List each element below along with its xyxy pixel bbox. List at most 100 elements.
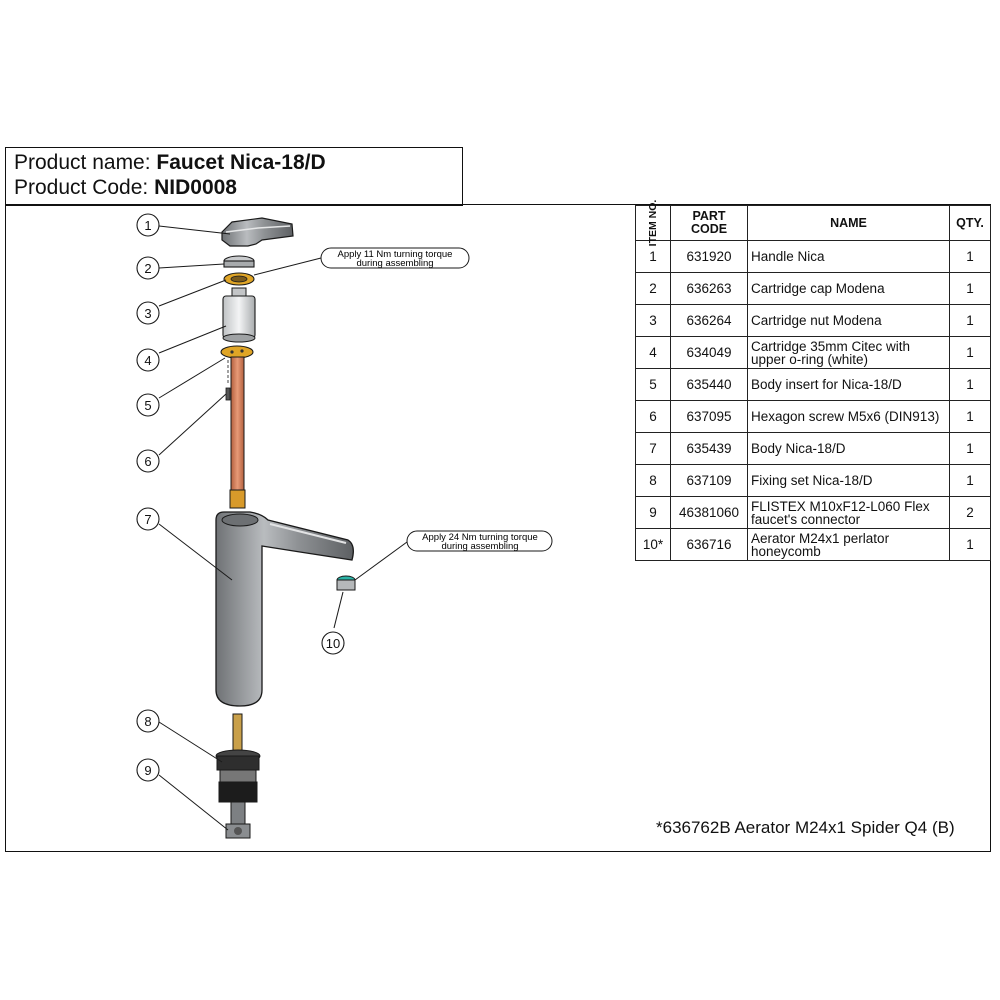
cell-name: Hexagon screw M5x6 (DIN913) [747,400,950,433]
cartridge-part [222,287,256,343]
cell-code: 46381060 [670,496,748,529]
product-code-line: Product Code: NID0008 [14,175,462,200]
cartridge-cap-part [223,255,255,268]
table-row: 8 637109 Fixing set Nica-18/D 1 [635,464,991,497]
cell-qty: 1 [949,432,991,465]
header-part-code: PART CODE [670,205,748,241]
callout-label-10: 10 [326,636,340,651]
callout-9 [136,758,160,782]
callout-markers [136,213,345,782]
cartridge-nut-part [223,272,255,286]
torque-note-cartridge-line1: Apply 11 Nm turning torque [338,249,453,260]
faucet-body-part [215,511,354,707]
cell-item: 2 [635,272,671,305]
cell-qty: 1 [949,464,991,497]
cell-qty: 1 [949,400,991,433]
torque-note-aerator: Apply 24 Nm turning torque during assemb… [406,530,553,552]
cell-qty: 1 [949,368,991,401]
cell-code: 635440 [670,368,748,401]
callout-label-7: 7 [144,512,151,527]
cell-name: Fixing set Nica-18/D [747,464,950,497]
cell-item: 6 [635,400,671,433]
callout-label-1: 1 [144,218,151,233]
cell-item: 7 [635,432,671,465]
header-qty: QTY. [949,205,991,241]
cell-item: 9 [635,496,671,529]
header-name: NAME [747,205,950,241]
torque-note-cartridge: Apply 11 Nm turning torque during assemb… [320,247,470,269]
cell-name: FLISTEX M10xF12-L060 Flex faucet's conne… [747,496,950,529]
torque-note-cartridge-line2: during assembling [356,258,433,269]
product-name-value: Faucet Nica-18/D [156,151,326,174]
cell-name: Cartridge cap Modena [747,272,950,305]
callout-label-8: 8 [144,714,151,729]
body-insert-part [220,345,254,509]
callout-8 [136,709,160,733]
cell-code: 637109 [670,464,748,497]
table-row: 10* 636716 Aerator M24x1 perlator honeyc… [635,528,991,561]
callout-10 [321,631,345,655]
cell-qty: 1 [949,272,991,305]
cell-qty: 1 [949,336,991,369]
cell-code: 635439 [670,432,748,465]
callout-7 [136,507,160,531]
cell-code: 631920 [670,240,748,273]
header-item-no: ITEM NO. [635,200,671,246]
cell-item: 10* [635,528,671,561]
cell-qty: 1 [949,528,991,561]
table-row: 1 631920 Handle Nica 1 [635,240,991,273]
cell-name: Cartridge 35mm Citec with upper o-ring (… [747,336,950,369]
cell-item: 3 [635,304,671,337]
drawing-frame [5,204,991,852]
aerator-part [336,575,356,591]
callout-1 [136,213,160,237]
product-code-label: Product Code: [14,176,149,199]
callout-label-2: 2 [144,261,151,276]
callout-label-6: 6 [144,454,151,469]
callout-label-9: 9 [144,763,151,778]
callout-6 [136,449,160,473]
product-name-label: Product name: [14,151,151,174]
cell-qty: 2 [949,496,991,529]
cell-code: 634049 [670,336,748,369]
leader-lines [158,225,408,831]
hexagon-screw-part [225,360,231,401]
table-row: 7 635439 Body Nica-18/D 1 [635,432,991,465]
parts-table-header-row: ITEM NO. PART CODE NAME QTY. [635,200,991,246]
cell-item: 8 [635,464,671,497]
cell-name: Body Nica-18/D [747,432,950,465]
cell-code: 637095 [670,400,748,433]
cell-code: 636716 [670,528,748,561]
callout-label-3: 3 [144,306,151,321]
cell-name: Cartridge nut Modena [747,304,950,337]
cell-qty: 1 [949,304,991,337]
callout-label-5: 5 [144,398,151,413]
cell-name: Body insert for Nica-18/D [747,368,950,401]
callout-5 [136,393,160,417]
table-row: 3 636264 Cartridge nut Modena 1 [635,304,991,337]
cell-qty: 1 [949,240,991,273]
torque-note-aerator-line2: during assembling [441,541,518,552]
cell-code: 636263 [670,272,748,305]
table-row: 5 635440 Body insert for Nica-18/D 1 [635,368,991,401]
product-code-value: NID0008 [154,176,237,199]
table-row: 9 46381060 FLISTEX M10xF12-L060 Flex fau… [635,496,991,529]
table-row: 6 637095 Hexagon screw M5x6 (DIN913) 1 [635,400,991,433]
callout-3 [136,301,160,325]
callout-2 [136,256,160,280]
cell-code: 636264 [670,304,748,337]
handle-part [221,217,294,247]
cell-name: Handle Nica [747,240,950,273]
product-title-box: Product name: Faucet Nica-18/D Product C… [5,147,463,206]
alternate-aerator-footnote: *636762B Aerator M24x1 Spider Q4 (B) [656,818,955,837]
table-row: 4 634049 Cartridge 35mm Citec with upper… [635,336,991,369]
cell-name: Aerator M24x1 perlator honeycomb [747,528,950,561]
fixing-set-part [215,713,261,803]
parts-list-table: ITEM NO. PART CODE NAME QTY. 1 631920 Ha… [635,200,991,561]
table-row: 2 636263 Cartridge cap Modena 1 [635,272,991,305]
callout-label-4: 4 [144,353,151,368]
callout-4 [136,348,160,372]
product-name-line: Product name: Faucet Nica-18/D [14,150,462,175]
cell-item: 5 [635,368,671,401]
